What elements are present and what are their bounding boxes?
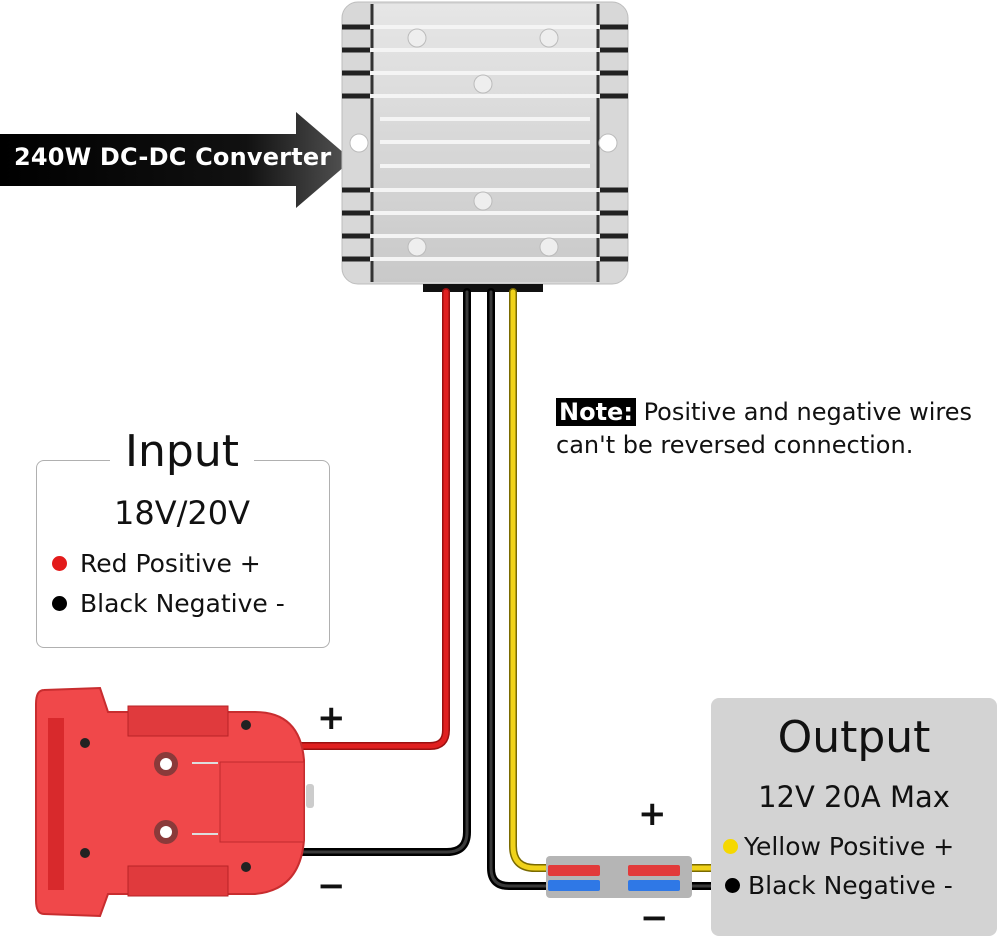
legend-label: Red Positive + xyxy=(80,549,261,578)
output-spec: 12V 20A Max xyxy=(758,780,950,814)
note-badge: Note: xyxy=(556,398,636,426)
converter-label: 240W DC-DC Converter xyxy=(14,143,332,171)
yellow-output-wire xyxy=(509,288,715,872)
output-title: Output xyxy=(777,712,931,763)
output-positive-sign: + xyxy=(638,794,667,834)
mount-hole-right xyxy=(598,133,618,153)
input-negative-sign: − xyxy=(317,866,346,906)
output-negative-sign: − xyxy=(640,898,669,938)
input-legend-positive: Red Positive + xyxy=(52,549,261,578)
warning-note: Note: Positive and negative wires can't … xyxy=(556,396,972,462)
input-positive-sign: + xyxy=(317,698,346,738)
black-output-wire xyxy=(487,288,715,890)
dc-dc-converter xyxy=(341,1,629,292)
output-legend-positive: Yellow Positive + xyxy=(723,832,954,861)
heatsink-fins xyxy=(368,25,602,261)
input-legend-negative: Black Negative - xyxy=(52,589,285,618)
lever-connector xyxy=(546,856,692,898)
output-legend-negative: Black Negative - xyxy=(725,871,953,900)
note-line-1: Positive and negative wires xyxy=(643,398,972,426)
note-line-2: can't be reversed connection. xyxy=(556,431,914,459)
input-voltage: 18V/20V xyxy=(114,494,250,532)
screws xyxy=(407,28,559,257)
legend-label: Black Negative - xyxy=(80,589,285,618)
input-spec-box xyxy=(36,460,330,648)
legend-label: Black Negative - xyxy=(748,871,953,900)
output-spec-box xyxy=(711,698,997,936)
legend-label: Yellow Positive + xyxy=(744,832,955,861)
mount-hole-left xyxy=(349,133,369,153)
black-dot-icon xyxy=(52,596,67,611)
input-title: Input xyxy=(110,424,254,480)
red-dot-icon xyxy=(52,556,67,571)
battery-adapter xyxy=(35,686,314,918)
black-dot-icon xyxy=(725,878,740,893)
converter-arrow xyxy=(0,112,352,208)
cable-grommet xyxy=(423,284,543,292)
yellow-dot-icon xyxy=(723,839,738,854)
